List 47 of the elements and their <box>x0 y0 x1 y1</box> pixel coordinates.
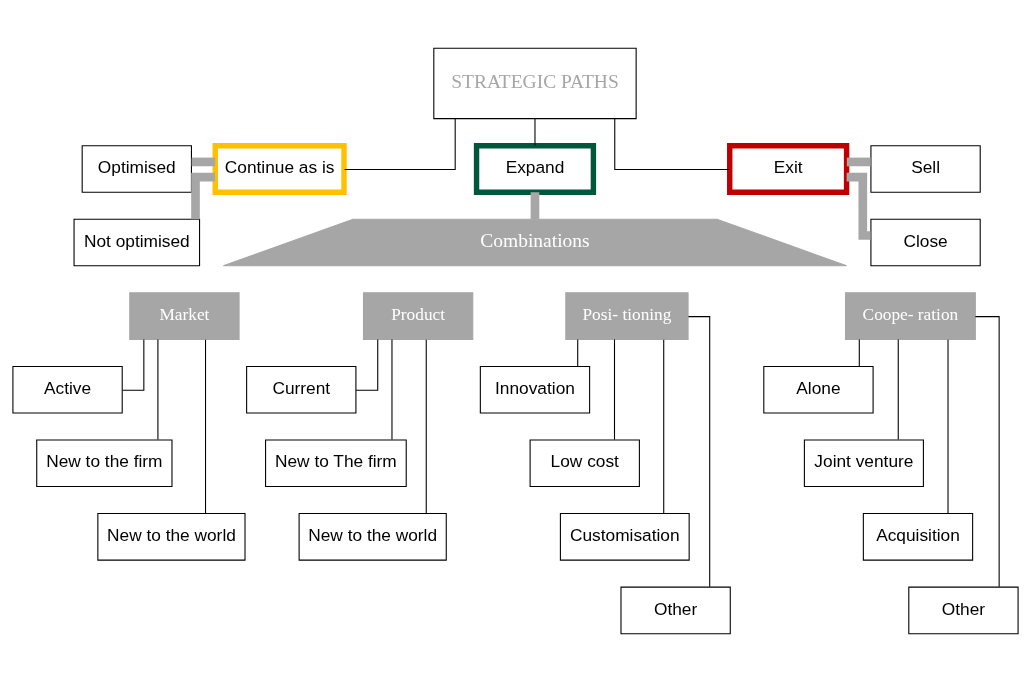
node-box: Low cost <box>529 438 640 487</box>
node-box: Current <box>246 365 357 413</box>
connector <box>157 338 159 440</box>
node-box: Exit <box>727 142 850 195</box>
node-box: Acquisition <box>862 512 974 561</box>
connector <box>613 338 616 440</box>
connector <box>947 338 949 514</box>
node-box: Customisation <box>559 512 690 561</box>
node-box: Product <box>362 291 474 340</box>
node-box: Other <box>620 586 731 634</box>
connector <box>858 338 860 367</box>
connector <box>974 315 1000 587</box>
connector <box>846 172 871 240</box>
node-box: Optimised <box>81 144 192 193</box>
connector <box>191 157 216 166</box>
connector <box>191 172 215 219</box>
node-box: Market <box>129 291 240 340</box>
connector <box>846 157 871 166</box>
connector <box>122 338 145 391</box>
node-box: Not optimised <box>73 218 201 266</box>
node-box: New to the world <box>97 512 246 561</box>
node-box: New to The firm <box>265 438 407 487</box>
node-box: Coope- ration <box>844 291 976 340</box>
connector <box>355 338 379 391</box>
node-box: STRATEGIC PATHS <box>433 47 637 119</box>
connector <box>343 117 456 170</box>
connector <box>687 315 711 587</box>
node-box: Other <box>908 586 1019 634</box>
node-box: Continue as is <box>212 142 347 195</box>
node-box: New to the firm <box>36 438 173 487</box>
node-box: Alone <box>763 365 874 413</box>
connector <box>205 338 207 514</box>
connector <box>614 117 730 170</box>
connector <box>897 338 899 440</box>
connector <box>425 338 427 514</box>
node-box: Innovation <box>479 365 591 413</box>
node-box: Active <box>12 365 123 413</box>
connector <box>534 117 536 146</box>
connector <box>663 338 665 514</box>
node-box: Posi- tioning <box>565 291 689 340</box>
node-box: Expand <box>473 142 597 195</box>
node-box: Sell <box>870 144 981 193</box>
connector <box>530 191 540 219</box>
node-box: Joint venture <box>803 438 924 487</box>
node-box: New to the world <box>298 512 447 561</box>
connector <box>577 338 579 367</box>
node-box: Close <box>870 218 981 266</box>
